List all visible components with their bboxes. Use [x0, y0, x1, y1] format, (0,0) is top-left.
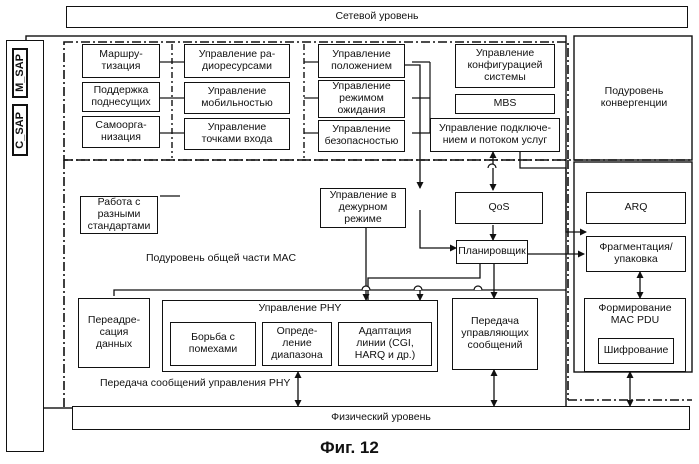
convergence-sublayer-block: Подуровень конвергенции: [584, 44, 684, 152]
m-sap-box: M_SAP: [12, 48, 28, 98]
routing-label: Маршру- тизация: [99, 49, 142, 73]
multi-standard-label: Работа с разными стандартами: [88, 197, 151, 232]
link-adaptation-block: Адаптация линии (CGI, HARQ и др.): [338, 322, 432, 366]
phy-control-label: Управление PHY: [259, 303, 342, 315]
subcarrier-support-block: Поддержка поднесущих: [82, 82, 160, 112]
security-label: Управление безопасностью: [325, 124, 399, 148]
self-organization-label: Самоорга- низация: [95, 120, 146, 144]
qos-block: QoS: [455, 192, 543, 224]
data-forwarding-label: Переадре- сация данных: [88, 315, 140, 350]
system-config-label: Управление конфигурацией системы: [467, 48, 542, 83]
physical-layer-label: Физический уровень: [331, 412, 431, 424]
arq-label: ARQ: [625, 202, 648, 214]
mbs-label: MBS: [494, 98, 517, 110]
location-block: Управление положением: [318, 44, 405, 78]
mobility-label: Управление мобильностью: [201, 86, 273, 110]
network-layer-box: Сетевой уровень: [66, 6, 688, 28]
sap-bar: [6, 40, 44, 452]
data-forwarding-block: Переадре- сация данных: [78, 298, 150, 368]
access-points-label: Управление точками входа: [202, 122, 273, 146]
control-message-label: Передача управляющих сообщений: [461, 316, 528, 351]
network-layer-label: Сетевой уровень: [335, 11, 418, 23]
radio-resource-block: Управление ра- диоресурсами: [184, 44, 290, 78]
access-points-block: Управление точками входа: [184, 118, 290, 150]
mobility-block: Управление мобильностью: [184, 82, 290, 114]
sleep-mode-block: Управление в дежурном режиме: [320, 188, 406, 228]
radio-resource-label: Управление ра- диоресурсами: [199, 49, 275, 73]
fragmentation-label: Фрагментация/ упаковка: [599, 242, 672, 266]
encryption-block: Шифрование: [598, 338, 674, 364]
connection-flow-block: Управление подключе- нием и потоком услу…: [430, 118, 560, 152]
encryption-label: Шифрование: [604, 345, 669, 357]
multi-standard-block: Работа с разными стандартами: [80, 196, 158, 234]
convergence-sublayer-label: Подуровень конвергенции: [601, 86, 667, 110]
connection-flow-label: Управление подключе- нием и потоком услу…: [439, 123, 551, 147]
self-organization-block: Самоорга- низация: [82, 116, 160, 148]
security-block: Управление безопасностью: [318, 120, 405, 152]
scheduler-block: Планировщик: [456, 240, 528, 264]
fragmentation-block: Фрагментация/ упаковка: [586, 236, 686, 272]
m-sap-label: M_SAP: [14, 54, 26, 92]
sleep-mode-label: Управление в дежурном режиме: [330, 190, 397, 225]
c-sap-label: C_SAP: [14, 112, 26, 149]
figure-caption: Фиг. 12: [0, 438, 699, 458]
interference-label: Борьба с помехами: [189, 332, 237, 356]
idle-mode-label: Управление режимом ожидания: [332, 81, 390, 116]
system-config-block: Управление конфигурацией системы: [455, 44, 555, 88]
link-adaptation-label: Адаптация линии (CGI, HARQ и др.): [355, 326, 415, 361]
phy-control-messages-label: Передача сообщений управления PHY: [100, 377, 290, 389]
mbs-block: MBS: [455, 94, 555, 114]
ranging-block: Опреде- ление диапазона: [262, 322, 332, 366]
arq-block: ARQ: [586, 192, 686, 224]
routing-block: Маршру- тизация: [82, 44, 160, 78]
qos-label: QoS: [488, 202, 509, 214]
mac-common-part-label: Подуровень общей части MAC: [146, 252, 296, 264]
subcarrier-support-label: Поддержка поднесущих: [91, 85, 150, 109]
mac-pdu-label: Формирование MAC PDU: [598, 303, 671, 327]
location-label: Управление положением: [331, 49, 392, 73]
ranging-label: Опреде- ление диапазона: [271, 326, 322, 361]
physical-layer-box: Физический уровень: [72, 406, 690, 430]
c-sap-box: C_SAP: [12, 104, 28, 156]
scheduler-label: Планировщик: [458, 246, 526, 258]
idle-mode-block: Управление режимом ожидания: [318, 80, 405, 118]
interference-block: Борьба с помехами: [170, 322, 256, 366]
control-message-block: Передача управляющих сообщений: [452, 298, 538, 370]
